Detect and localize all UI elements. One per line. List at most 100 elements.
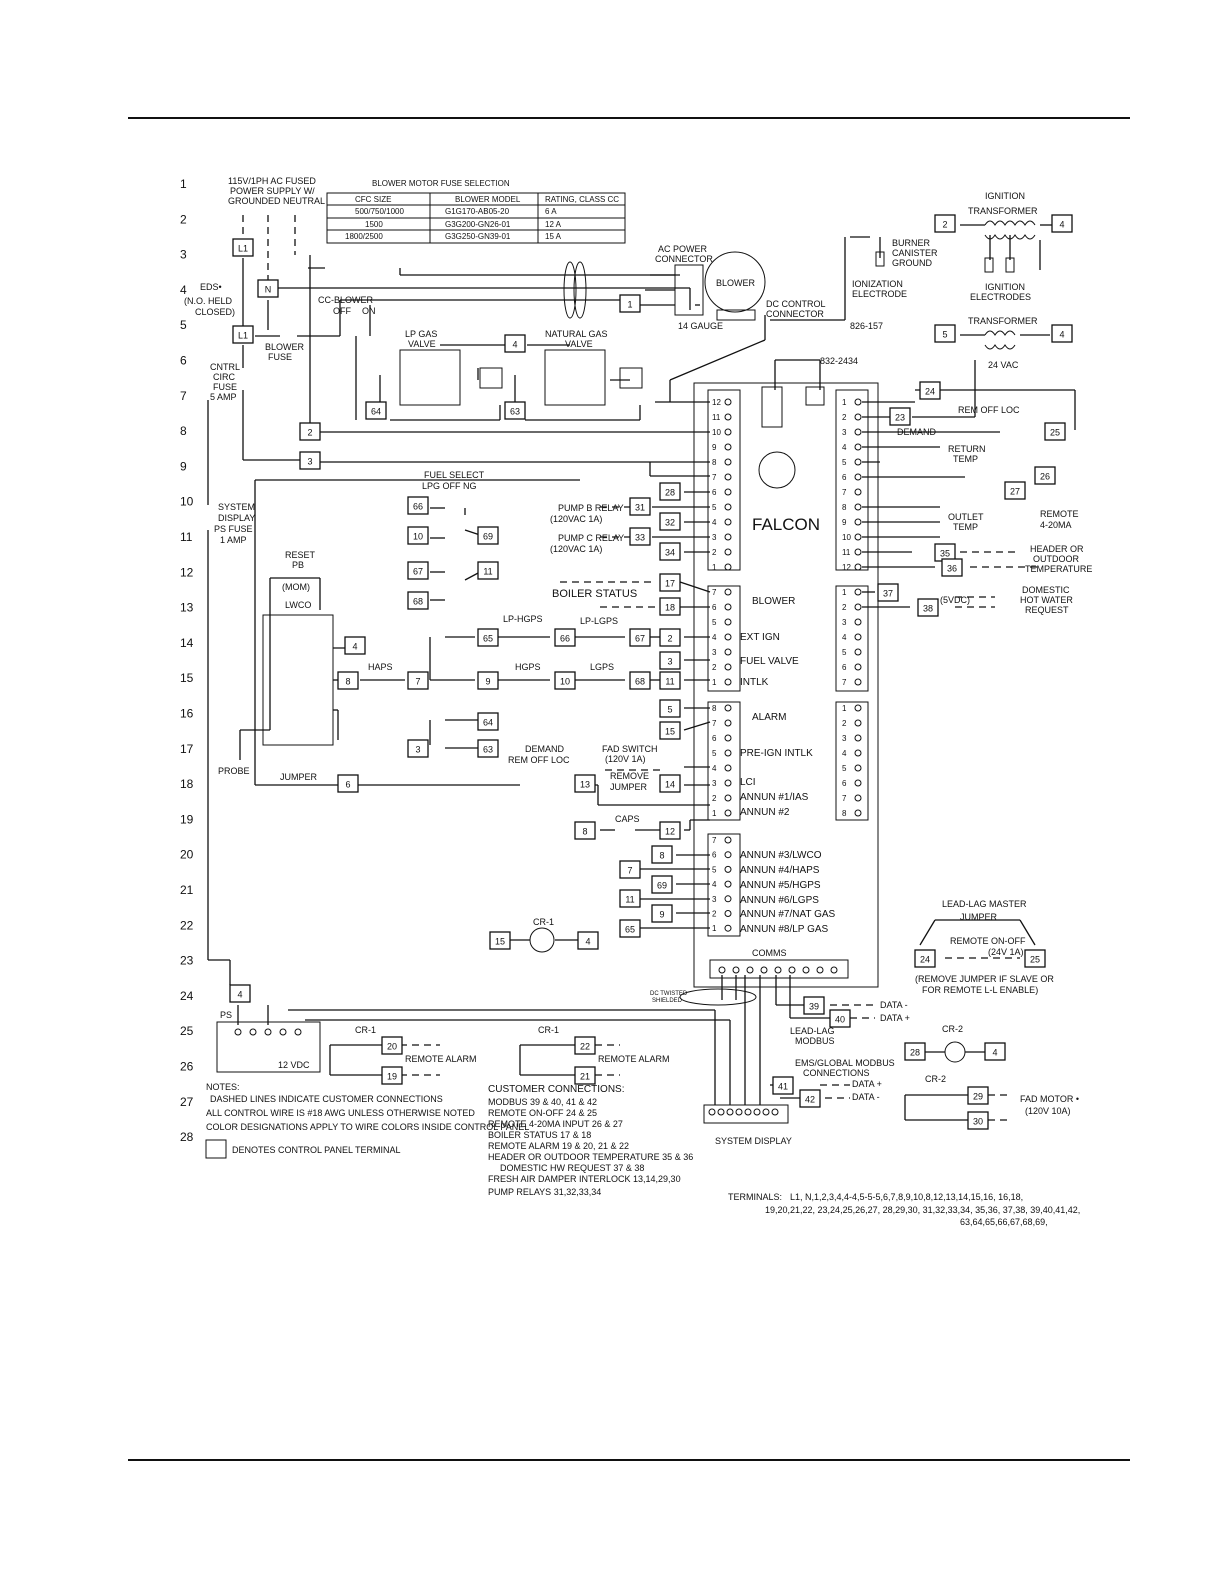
terminal-box — [299, 451, 321, 470]
terminal-number: 13 — [580, 780, 590, 790]
connector-pins: 1211109876543217654321876543217654321123… — [234, 398, 862, 1116]
terminal-box — [337, 671, 359, 690]
row-number: 18 — [180, 777, 194, 791]
lead-lag-master-label: LEAD-LAG MASTER — [942, 899, 1027, 909]
reset-label: PB — [292, 560, 304, 570]
terminal-box — [574, 821, 596, 840]
terminal-number: 67 — [635, 634, 645, 644]
pin-number: 8 — [712, 458, 717, 467]
connector-pin — [854, 443, 862, 451]
terminals-line: L1, N,1,2,3,4,4-4,5-5-5,6,7,8,9,10,8,12,… — [790, 1192, 1023, 1202]
terminal-number: 63 — [510, 407, 520, 417]
terminal-box — [504, 334, 526, 353]
row-number: 12 — [180, 565, 194, 579]
row-number: 17 — [180, 742, 194, 756]
connector-pin — [724, 794, 732, 802]
terminal-box — [477, 739, 499, 758]
pin-number: 5 — [712, 618, 717, 627]
pin-number: 10 — [842, 533, 851, 542]
connector-pin — [724, 563, 732, 571]
dc-connector-label: CONNECTOR — [766, 309, 824, 319]
data-minus-label: DATA - — [880, 1000, 908, 1010]
terminal-box — [651, 904, 673, 923]
fuse-table-cell: 12 A — [545, 220, 562, 229]
pin-number: 6 — [712, 603, 717, 612]
connector-pin — [708, 1108, 716, 1116]
row-number: 13 — [180, 601, 194, 615]
terminal-number: 38 — [923, 604, 933, 614]
burner-label: BURNER — [892, 238, 931, 248]
ionization-label: IONIZATION — [852, 279, 903, 289]
terminal-box — [407, 591, 429, 610]
boiler-status-label: BOILER STATUS — [552, 588, 637, 600]
terminal-number: 29 — [973, 1092, 983, 1102]
eds-note: CLOSED) — [195, 307, 235, 317]
terminal-number: 2 — [667, 634, 672, 644]
connector-pin — [724, 633, 732, 641]
terminal-number: 28 — [665, 488, 675, 498]
mom-label: (MOM) — [282, 582, 310, 592]
connector-pin — [854, 764, 862, 772]
terminal-box — [477, 712, 499, 731]
terminal-number: 4 — [237, 990, 242, 1000]
lead-lag-modbus-label: LEAD-LAG — [790, 1026, 835, 1036]
pin-number: 4 — [712, 518, 717, 527]
connector-pin — [724, 473, 732, 481]
terminal-number: 25 — [1050, 428, 1060, 438]
12vdc-label: 12 VDC — [278, 1060, 310, 1070]
connector-pin — [854, 398, 862, 406]
terminal-number: 8 — [659, 851, 664, 861]
connector-pin — [854, 603, 862, 611]
terminal-box — [651, 875, 673, 894]
connector-pin — [854, 488, 862, 496]
terminal-number: 11 — [665, 677, 674, 687]
connector-pin — [854, 458, 862, 466]
5vdc-label: (5VDC) — [940, 595, 970, 605]
j5-label: INTLK — [740, 677, 769, 688]
terminal-number: 2 — [942, 220, 947, 230]
customer-connection: REMOTE ON-OFF 24 & 25 — [488, 1108, 597, 1118]
pin-number: 1 — [842, 704, 847, 713]
pin-number: 1 — [842, 398, 847, 407]
pin-number: 7 — [712, 836, 717, 845]
connector-pin — [854, 648, 862, 656]
terminal-number: 66 — [413, 502, 423, 512]
remote-420-label: 4-20MA — [1040, 520, 1072, 530]
connector-pin — [854, 533, 862, 541]
j6-label: LCI — [740, 777, 756, 788]
fuse-table-cell: 15 A — [545, 232, 562, 241]
system-display-label: SYSTEM DISPLAY — [715, 1136, 792, 1146]
demand-right-label: REM OFF LOC — [958, 405, 1020, 415]
reset-label: RESET — [285, 550, 316, 560]
terminal-number: 26 — [1040, 472, 1050, 482]
lgps-label: LGPS — [590, 662, 614, 672]
terminal-box — [1051, 324, 1073, 343]
connector-pin — [854, 428, 862, 436]
pin-number: 1 — [712, 809, 717, 818]
remote-alarm-label: REMOTE ALARM — [405, 1054, 477, 1064]
terminal-number: 4 — [585, 937, 590, 947]
terminal-number: 66 — [560, 634, 570, 644]
row-number: 6 — [180, 354, 187, 368]
blower-motor — [563, 251, 766, 321]
connector-pin — [753, 1108, 761, 1116]
ems-label: EMS/GLOBAL MODBUS — [795, 1058, 895, 1068]
pin-number: 6 — [712, 851, 717, 860]
dc-connector-label: DC CONTROL — [766, 299, 826, 309]
terminal-number: 8 — [582, 827, 587, 837]
terminal-number: 39 — [809, 1002, 819, 1012]
cntrl-fuse-label: 5 AMP — [210, 392, 237, 402]
connector-pin — [724, 648, 732, 656]
connector-pin — [762, 1108, 770, 1116]
blower-fuse-label: FUSE — [268, 352, 292, 362]
connector-pin — [854, 473, 862, 481]
remote-onoff-label: REMOTE ON-OFF — [950, 936, 1026, 946]
terminal-box — [919, 381, 941, 400]
terminal-box — [877, 583, 899, 602]
row-number: 14 — [180, 636, 194, 650]
terminal-number: 25 — [1030, 955, 1040, 965]
row-number: 4 — [180, 283, 187, 297]
fuse-table-cell: G3G200-GN26-01 — [445, 220, 511, 229]
pump-c-label: (120VAC 1A) — [550, 544, 602, 554]
